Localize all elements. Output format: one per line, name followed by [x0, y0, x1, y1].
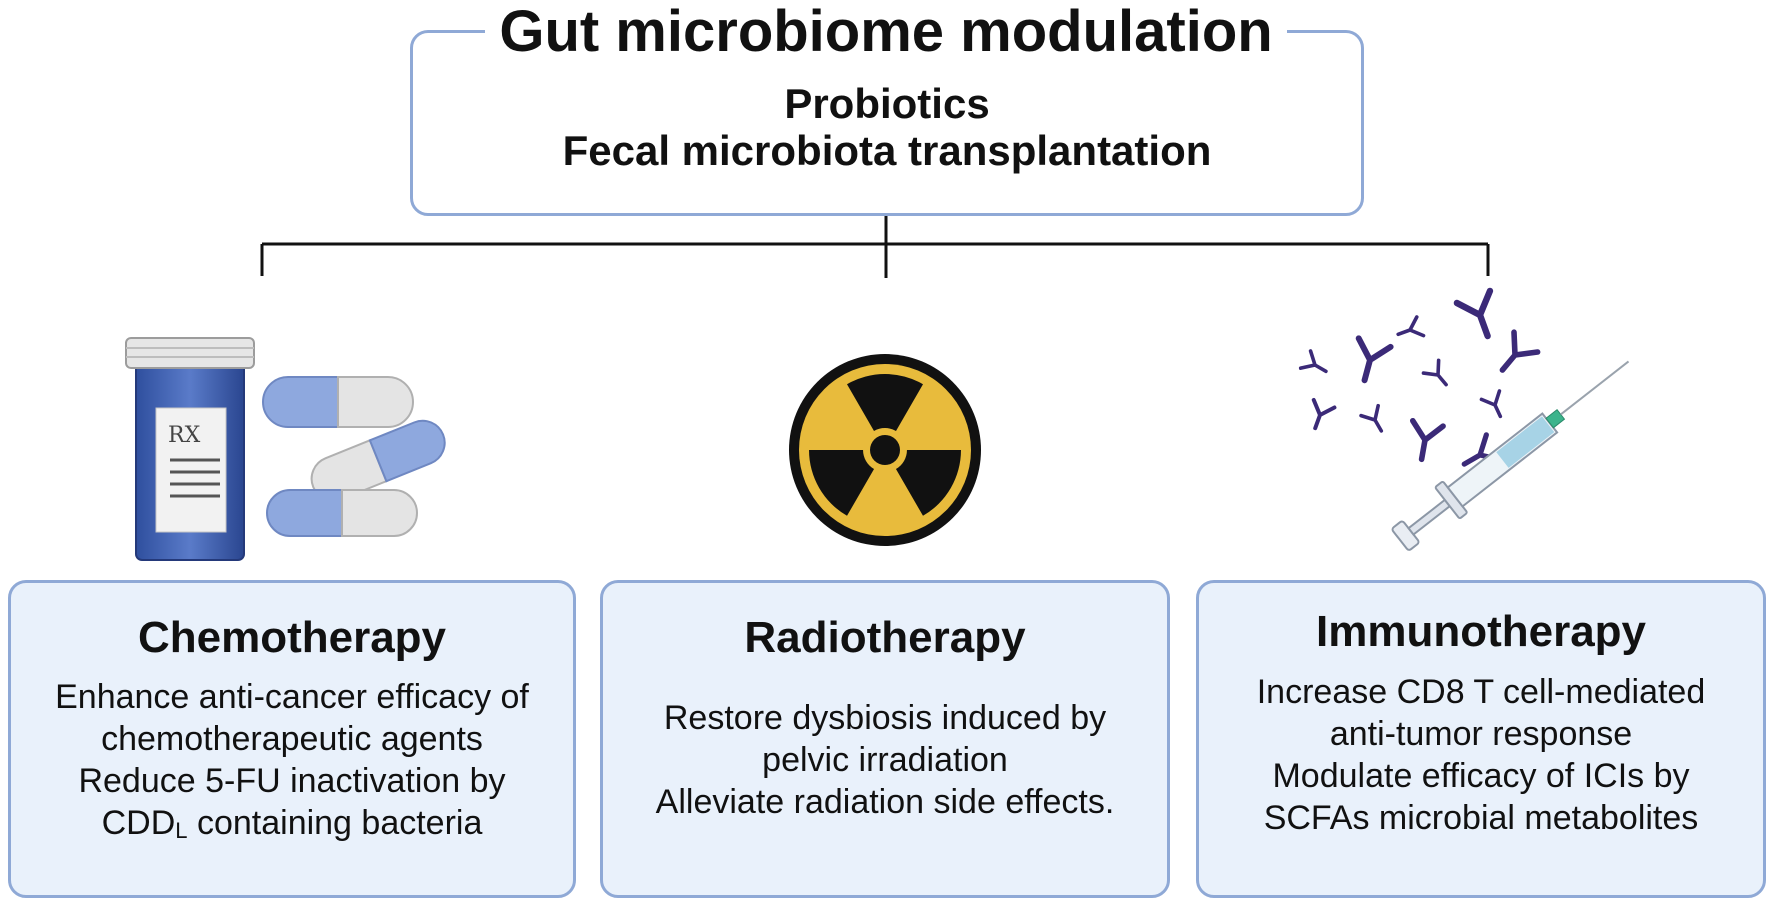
rx-label: RX — [168, 423, 201, 448]
capsule — [266, 489, 418, 537]
radiation-hazard-icon — [789, 354, 981, 546]
effect-line: pelvic irradiation — [762, 741, 1008, 779]
diagram-title-text: Gut microbiome modulation — [485, 0, 1287, 64]
connector-tree — [260, 216, 1490, 278]
antibodies-and-syringe-icon — [1298, 285, 1630, 551]
effect-line: Restore dysbiosis induced by — [663, 699, 1107, 737]
immunotherapy-title: Immunotherapy — [1315, 607, 1647, 656]
effect-line: anti-tumor response — [1329, 715, 1633, 753]
effect-line: Enhance anti-cancer efficacy of — [55, 678, 529, 716]
effect-line: Alleviate radiation side effects. — [655, 783, 1115, 821]
pill-bottle-and-capsules-icon: RX — [125, 337, 446, 561]
effect-line: Increase CD8 T cell-mediated — [1256, 673, 1706, 711]
radiotherapy-title: Radiotherapy — [744, 613, 1026, 662]
radiotherapy-box: Radiotherapy Restore dysbiosis induced b… — [600, 580, 1170, 898]
diagram-title: Gut microbiome modulation — [0, 0, 1772, 64]
immunotherapy-box: Immunotherapy Increase CD8 T cell-mediat… — [1196, 580, 1766, 898]
capsule — [310, 419, 446, 502]
chemotherapy-title: Chemotherapy — [137, 613, 447, 662]
effect-line: SCFAs microbial metabolites — [1263, 799, 1699, 837]
pill-bottle: RX — [125, 337, 255, 561]
effect-line: Modulate efficacy of ICIs by — [1272, 757, 1690, 795]
syringe — [1391, 360, 1630, 551]
immunotherapy-effects: Increase CD8 T cell-mediated anti-tumor … — [1199, 671, 1763, 839]
effect-line: chemotherapeutic agents — [101, 720, 483, 758]
probiotics-label: Probiotics — [784, 80, 990, 127]
effect-line: Reduce 5-FU inactivation by — [78, 762, 506, 800]
fmt-label: Fecal microbiota transplantation — [562, 127, 1212, 174]
capsule — [262, 376, 414, 428]
radiotherapy-effects: Restore dysbiosis induced by pelvic irra… — [603, 697, 1167, 823]
chemotherapy-effects: Enhance anti-cancer efficacy of chemothe… — [11, 676, 573, 852]
effect-line: CDDL containing bacteria — [101, 804, 483, 843]
chemotherapy-box: Chemotherapy Enhance anti-cancer efficac… — [8, 580, 576, 898]
